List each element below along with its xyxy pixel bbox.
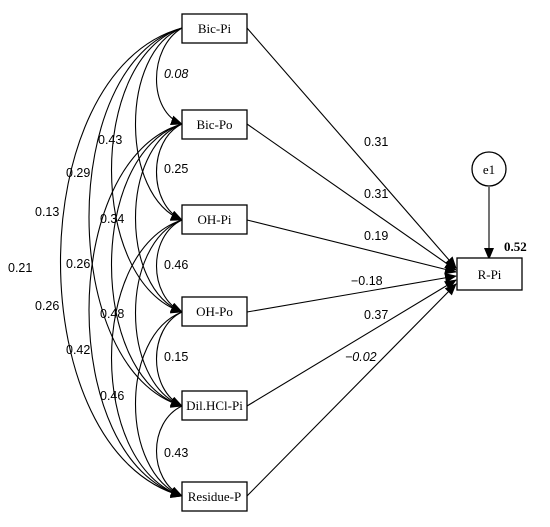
path-ohpo-rpi (246, 272, 457, 313)
node-bic-pi: Bic-Pi (181, 13, 248, 44)
r-squared-label: 0.52 (504, 239, 527, 254)
path-coef-bicpo: 0.31 (364, 187, 388, 201)
node-oh-po: OH-Po (181, 296, 248, 327)
node-r-pi: R-Pi (456, 257, 523, 291)
corr-arc-bicpo-residue (88, 116, 194, 498)
path-residue-rpi (246, 283, 457, 497)
corr-label-ohpi-dilhcl: 0.48 (100, 307, 124, 321)
corr-arc-bicpi-ohpo (111, 19, 195, 314)
path-dilhcl-rpi (246, 279, 457, 407)
node-oh-pi: OH-Pi (181, 204, 248, 235)
node-dil-hcl-pi: Dil.HCl-Pi (181, 390, 248, 421)
corr-label-bicpo-dilhcl: 0.26 (66, 257, 90, 271)
corr-label-bicpi-ohpo: 0.29 (66, 166, 90, 180)
corr-arc-ohpi-residue (111, 211, 195, 498)
corr-arc-bicpo-dilhcl (111, 115, 195, 408)
path-coef-dilhcl: 0.37 (364, 308, 388, 322)
corr-arc-bicpi-dilhcl (88, 20, 194, 408)
corr-label-bicpo-ohpi: 0.25 (164, 162, 188, 176)
node-bic-pi-label: Bic-Pi (198, 21, 232, 36)
corr-label-ohpo-dilhcl: 0.15 (164, 350, 188, 364)
corr-arc-bicpi-ohpi (135, 19, 195, 221)
corr-label-ohpo-residue: 0.46 (100, 389, 124, 403)
corr-arc-bicpi-residue (60, 20, 194, 498)
corr-label-bicpo-ohpo: 0.34 (100, 212, 124, 226)
path-coef-ohpo: −0.18 (351, 274, 383, 288)
corr-arc-ohpi-dilhcl (135, 211, 195, 407)
node-e1: e1 (471, 151, 507, 187)
corr-arc-bicpo-ohpo (135, 115, 195, 313)
node-dil-hcl-pi-label: Dil.HCl-Pi (186, 398, 243, 413)
corr-label-dilhcl-residue: 0.43 (164, 446, 188, 460)
node-oh-po-label: OH-Po (196, 304, 233, 319)
node-r-pi-label: R-Pi (478, 267, 502, 282)
node-residue-p-label: Residue-P (188, 489, 241, 504)
regression-paths (246, 27, 494, 497)
path-bicpi-rpi (246, 27, 457, 269)
corr-label-bicpi-residue: 0.21 (8, 261, 32, 275)
corr-arc-ohpo-residue (135, 303, 195, 497)
node-e1-label: e1 (483, 162, 495, 177)
path-coef-residue: −0.02 (345, 350, 377, 364)
node-bic-po: Bic-Po (181, 109, 248, 140)
corr-label-bicpi-bicpo: 0.08 (164, 67, 188, 81)
path-coef-ohpi: 0.19 (364, 229, 388, 243)
node-oh-pi-label: OH-Pi (198, 212, 232, 227)
corr-label-bicpi-dilhcl: 0.13 (35, 205, 59, 219)
node-residue-p: Residue-P (181, 481, 248, 512)
correlation-arcs (60, 18, 195, 498)
corr-label-ohpi-residue: 0.42 (66, 343, 90, 357)
corr-label-ohpi-ohpo: 0.46 (164, 258, 188, 272)
path-ohpi-rpi (246, 219, 457, 275)
node-bic-po-label: Bic-Po (196, 117, 232, 132)
path-bicpo-rpi (246, 123, 457, 271)
corr-label-bicpo-residue: 0.26 (35, 299, 59, 313)
corr-label-bicpi-ohpi: 0.43 (98, 133, 122, 147)
path-coef-bicpi: 0.31 (364, 135, 388, 149)
